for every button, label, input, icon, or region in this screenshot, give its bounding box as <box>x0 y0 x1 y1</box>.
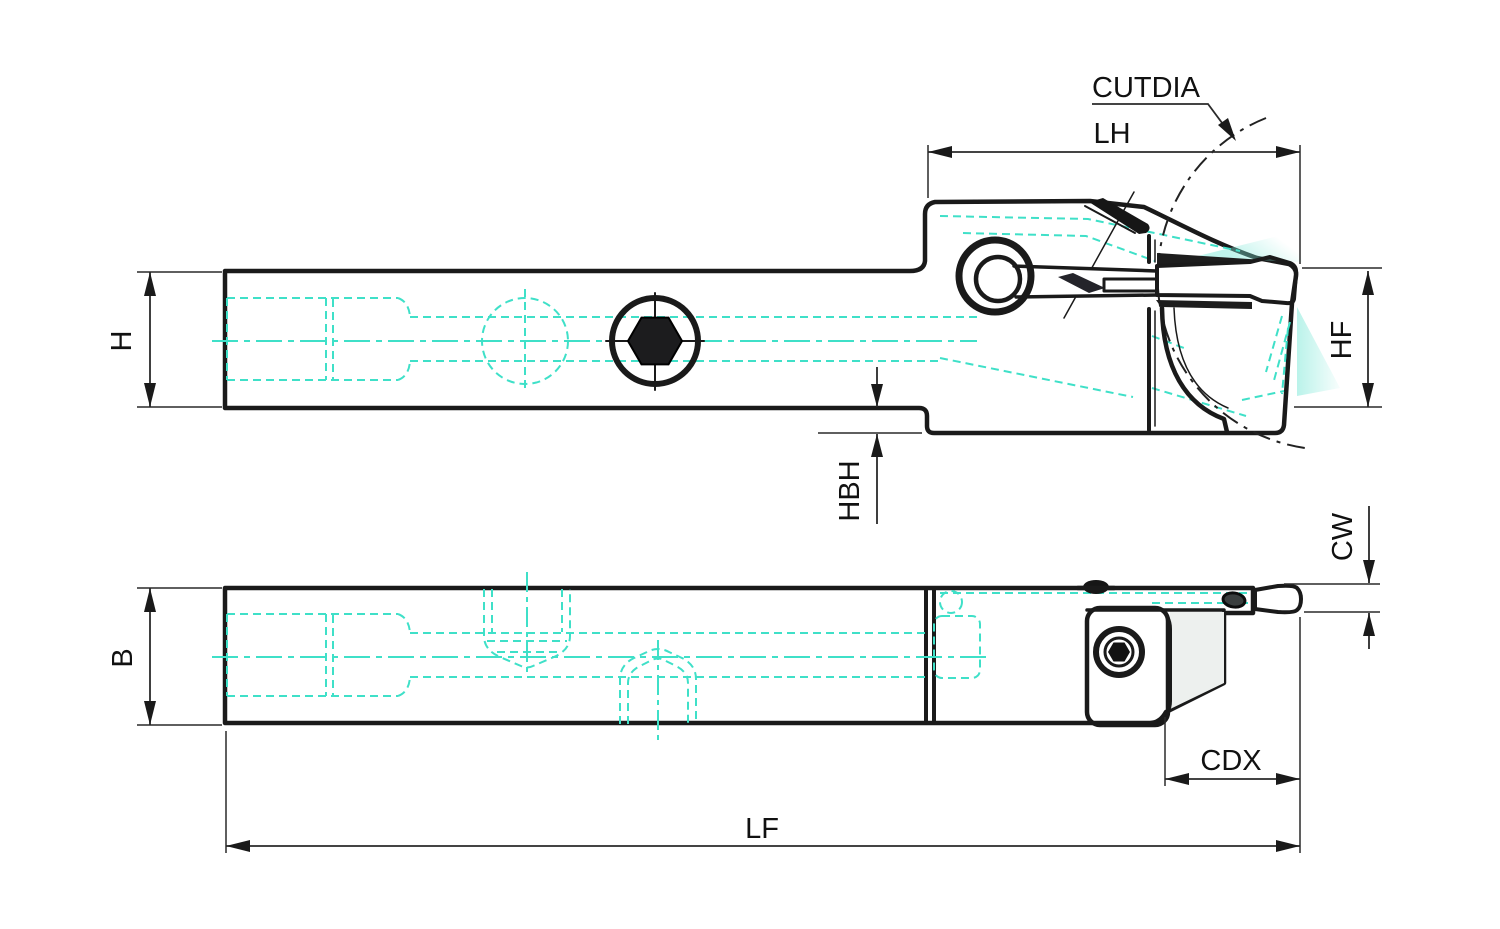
dimension-hf: HF <box>1294 267 1382 408</box>
head-chamfer-face <box>1166 612 1224 711</box>
plan-view: B CW CDX LF <box>107 506 1380 853</box>
holder-body-side <box>222 198 1299 436</box>
cutdia-arc <box>1156 117 1306 449</box>
label-cdx: CDX <box>1200 745 1261 777</box>
cutting-insert-side <box>1155 255 1299 306</box>
coolant-swoosh-icon <box>1297 307 1340 396</box>
dimension-b: B <box>107 587 222 726</box>
pivot-pin <box>973 254 1023 304</box>
shank-head-joint <box>924 586 936 725</box>
dimension-cw: CW <box>1284 506 1380 649</box>
label-lf: LF <box>745 813 779 845</box>
label-lh: LH <box>1093 118 1130 150</box>
dimension-cutdia: CUTDIA <box>1092 72 1236 141</box>
hidden-coolant-channel-side <box>212 215 1291 417</box>
coolant-swoosh-icon <box>1190 230 1302 262</box>
slot-wedge <box>1058 273 1105 293</box>
pivot-hole <box>955 236 1035 316</box>
dimension-cdx: CDX <box>1164 717 1300 786</box>
cutting-insert-plan <box>1253 583 1303 615</box>
insert-pocket-shadow <box>1156 300 1252 309</box>
pin-end <box>1221 591 1247 609</box>
hex-screw-side <box>605 292 705 391</box>
label-b: B <box>107 648 139 667</box>
hex-screw-plan <box>1093 626 1145 678</box>
label-cutdia: CUTDIA <box>1092 72 1201 104</box>
side-view: H LH CUTDIA HF HBH <box>106 72 1382 524</box>
clamp-flexure-slot <box>955 236 1159 316</box>
dimension-lh: LH <box>927 118 1301 264</box>
clamp-block <box>1084 605 1172 728</box>
label-h: H <box>106 331 138 352</box>
dimension-lf: LF <box>225 617 1301 853</box>
label-cw: CW <box>1327 512 1359 561</box>
clamp-screw-slot <box>1089 198 1150 234</box>
dimension-h: H <box>106 271 222 408</box>
dimension-hbh: HBH <box>818 367 922 524</box>
label-hbh: HBH <box>834 460 866 521</box>
label-hf: HF <box>1326 321 1358 360</box>
hidden-coolant-channel-plan <box>212 572 1248 740</box>
